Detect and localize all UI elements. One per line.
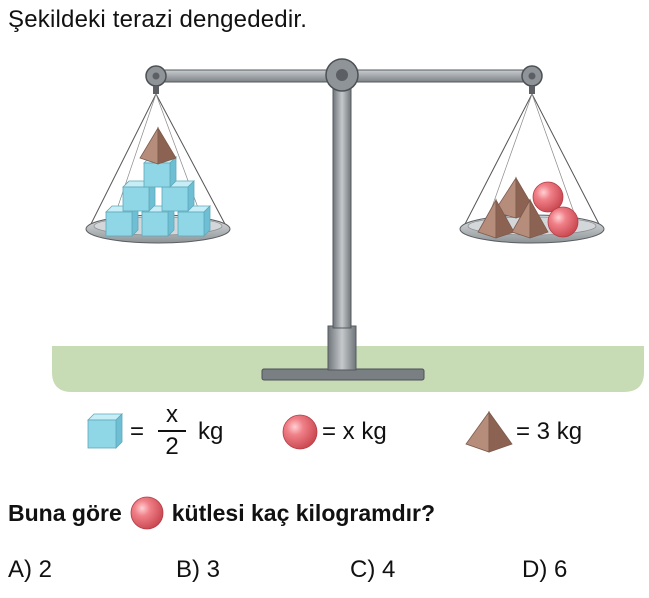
- legend-cube-icon: [87, 413, 123, 449]
- question-before: Buna göre: [8, 499, 122, 526]
- option-c[interactable]: C) 4: [350, 556, 396, 583]
- fraction-denominator: 2: [165, 433, 179, 460]
- sphere: [547, 206, 579, 238]
- legend-cube-fraction: x 2: [158, 402, 186, 460]
- legend-sphere-icon: [282, 414, 318, 450]
- option-b[interactable]: B) 3: [176, 556, 221, 583]
- legend-pyramid-text: = 3 kg: [516, 418, 583, 445]
- fraction-numerator: x: [166, 401, 178, 428]
- pyramid: [511, 198, 549, 239]
- intro-text: Şekildeki terazi dengededir.: [8, 6, 308, 33]
- question-sphere-icon: [130, 496, 164, 530]
- scale-base: [261, 368, 425, 381]
- scale-pole: [332, 85, 352, 329]
- question-text: Buna göre kütlesi kaç kilogramdır?: [8, 496, 435, 530]
- question-after: kütlesi kaç kilogramdır?: [171, 499, 436, 526]
- right-pan-items: [477, 176, 579, 239]
- legend-cube-equals: =: [130, 418, 145, 445]
- left-pan-cubes: [105, 156, 211, 237]
- legend-sphere-text: = x kg: [322, 418, 387, 445]
- option-a[interactable]: A) 2: [8, 556, 53, 583]
- pyramid: [477, 198, 515, 239]
- sphere: [532, 181, 564, 213]
- fraction-bar: [158, 430, 186, 432]
- pyramid: [139, 126, 177, 165]
- option-d[interactable]: D) 6: [522, 556, 568, 583]
- cube: [143, 156, 177, 188]
- legend-pyramid-icon: [465, 410, 513, 453]
- scale-foot: [327, 325, 357, 371]
- legend-cube-unit: kg: [198, 418, 224, 445]
